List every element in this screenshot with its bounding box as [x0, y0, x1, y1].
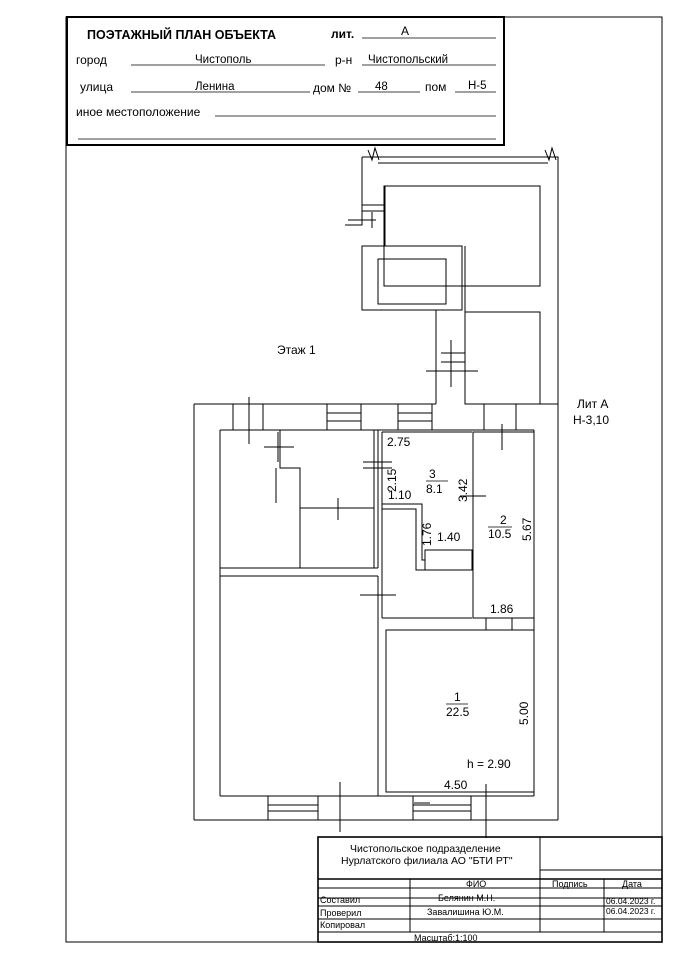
room-2-width-inner: 3.42: [456, 478, 470, 502]
room-2-area: 10.5: [488, 527, 512, 541]
lit-code: Н-3,10: [573, 413, 609, 427]
header-city-value: Чистополь: [195, 54, 251, 66]
header-street-value: Ленина: [195, 81, 235, 93]
room-3-number: 3: [429, 467, 436, 481]
room-3-dim-b: 1.76: [420, 522, 434, 546]
header-premises-value: Н-5: [468, 80, 487, 92]
room-1: 1 22.5 5.00 h = 2.90 4.50: [444, 690, 531, 792]
sheet-frame: [65, 16, 663, 943]
stamp-col-sign: Подпись: [552, 879, 588, 889]
header-box: [66, 16, 505, 146]
stamp-name-checked: Завалишина Ю.М.: [427, 907, 504, 917]
header-house-value: 48: [375, 81, 388, 93]
header-other-location-label: иное местоположение: [76, 105, 201, 119]
floor-label: Этаж 1: [277, 343, 316, 357]
header-district-label: р-н: [335, 53, 352, 67]
stamp-role-copied: Копировал: [320, 920, 365, 930]
stamp-col-fio: ФИО: [466, 879, 486, 889]
room-3-dim-a: 1.10: [388, 488, 412, 502]
stamp-date-checked: 06.04.2023 г.: [606, 906, 655, 916]
title-stamp: [317, 836, 663, 943]
header-lit-value: А: [401, 24, 409, 38]
stamp-org-line2: Нурлатского филиала АО "БТИ РТ": [341, 855, 513, 867]
stamp-date-compiled: 06.04.2023 г.: [606, 896, 655, 906]
header-street-label: улица: [80, 80, 113, 94]
room-3: 2.75 2.15 3 8.1 1.10 1.76 1.40: [385, 435, 461, 546]
room-1-height: h = 2.90: [467, 757, 511, 771]
header-lit-label: лит.: [331, 27, 354, 41]
room-1-number: 1: [454, 690, 461, 704]
stamp-scale: Масштаб:1:100: [414, 933, 478, 943]
room-3-height-dim: 2.15: [385, 468, 399, 492]
header-block: ПОЭТАЖНЫЙ ПЛАН ОБЪЕКТА лит. А город Чист…: [66, 16, 505, 146]
building-walls: [193, 146, 559, 838]
stamp-org-line1: Чистопольское подразделение: [350, 843, 501, 855]
header-premises-label: пом: [425, 80, 446, 94]
stamp-col-date: Дата: [622, 879, 642, 889]
room-3-area: 8.1: [426, 482, 443, 496]
room-1-width: 4.50: [444, 778, 468, 792]
header-title: ПОЭТАЖНЫЙ ПЛАН ОБЪЕКТА: [87, 27, 276, 42]
stamp-name-compiled: Белянин М.Н.: [438, 893, 495, 903]
header-house-label: дом №: [313, 81, 351, 95]
header-district-value: Чистопольский: [368, 54, 448, 66]
room-2-number: 2: [500, 513, 507, 527]
room-2: 3.42 2 10.5 5.67 1.86: [456, 478, 534, 616]
room-2-length: 5.67: [520, 517, 534, 541]
stamp-role-checked: Проверил: [320, 908, 361, 918]
header-city-label: город: [76, 53, 107, 67]
room-1-area: 22.5: [446, 705, 470, 719]
lit-label: Лит А: [577, 397, 608, 411]
room-3-dim-c: 1.40: [437, 530, 461, 544]
stamp-role-compiled: Составил: [320, 895, 360, 905]
room-3-width: 2.75: [387, 435, 411, 449]
room-2-width: 1.86: [490, 602, 514, 616]
room-1-length: 5.00: [517, 701, 531, 725]
